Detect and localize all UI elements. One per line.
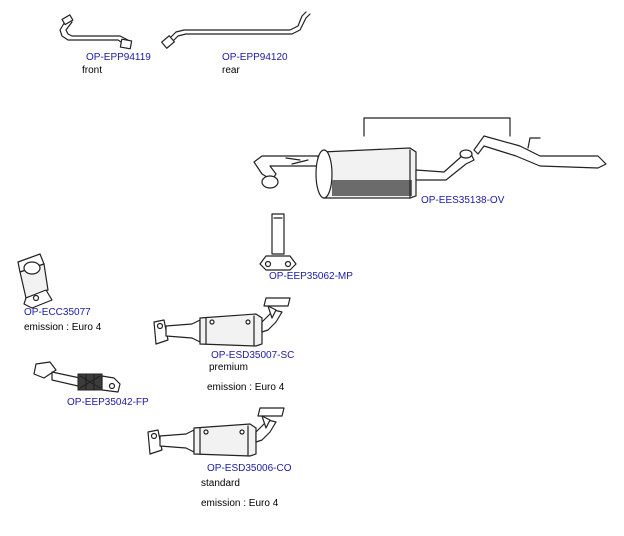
dpf-standard-drawing[interactable] [147, 407, 285, 457]
front-pipe-code-link[interactable]: OP-EPP94119 [86, 52, 151, 63]
catalyst-code-link[interactable]: OP-ECC35077 [24, 307, 91, 318]
silencer-drawing[interactable] [253, 117, 607, 199]
mounting-pipe-drawing[interactable] [259, 213, 297, 271]
dpf-standard-note: standard [201, 478, 240, 489]
rear-pipe-code-link[interactable]: OP-EPP94120 [222, 52, 288, 63]
rear-pipe-drawing[interactable] [160, 11, 311, 49]
flex-pipe-drawing[interactable] [33, 361, 121, 393]
front-pipe-drawing[interactable] [59, 14, 133, 50]
catalyst-emission-label: emission : Euro 4 [24, 322, 102, 333]
dpf-premium-code-link[interactable]: OP-ESD35007-SC [211, 350, 295, 361]
mounting-pipe-code-link[interactable]: OP-EEP35062-MP [269, 271, 353, 282]
silencer-code-link[interactable]: OP-EES35138-OV [421, 195, 505, 206]
dpf-premium-drawing[interactable] [153, 297, 291, 347]
dpf-standard-code-link[interactable]: OP-ESD35006-CO [207, 463, 292, 474]
front-pipe-note: front [82, 65, 103, 76]
catalyst-drawing[interactable] [17, 253, 53, 309]
rear-pipe-note: rear [222, 65, 240, 76]
dpf-premium-emission-label: emission : Euro 4 [207, 382, 285, 393]
dpf-standard-emission-label: emission : Euro 4 [201, 498, 279, 509]
dpf-premium-note: premium [209, 362, 248, 373]
flex-pipe-code-link[interactable]: OP-EEP35042-FP [67, 397, 149, 408]
